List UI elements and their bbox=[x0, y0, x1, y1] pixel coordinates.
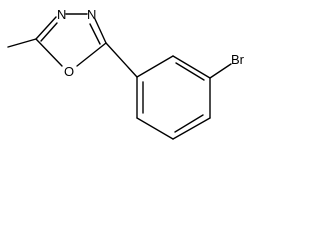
bond-methyl bbox=[7, 38, 37, 48]
atom-label-n: N bbox=[87, 7, 96, 22]
atom-label-o: O bbox=[64, 64, 74, 79]
bond-o1-c2 bbox=[35, 38, 63, 67]
bond-ph-5-6 bbox=[136, 117, 174, 140]
bond-c5-o1 bbox=[76, 42, 107, 67]
bond-c2-n3-double bbox=[40, 22, 58, 42]
bond-c2-n3 bbox=[35, 16, 57, 40]
bond-ph-2-3 bbox=[172, 55, 211, 79]
bond-c-br bbox=[209, 63, 232, 79]
bond-ph-inner-a bbox=[175, 62, 205, 81]
chemical-structure: N N O Br bbox=[7, 7, 245, 140]
atom-label-br: Br bbox=[231, 52, 245, 67]
bond-n4-c5 bbox=[94, 18, 107, 44]
bond-ph-1-2 bbox=[136, 55, 174, 78]
bond-c5-phenyl bbox=[105, 42, 138, 78]
bond-n4-c5-double bbox=[89, 23, 101, 45]
bond-ph-4-5 bbox=[172, 117, 211, 140]
bond-ph-inner-b bbox=[174, 114, 204, 133]
atom-label-n: N bbox=[57, 7, 66, 22]
